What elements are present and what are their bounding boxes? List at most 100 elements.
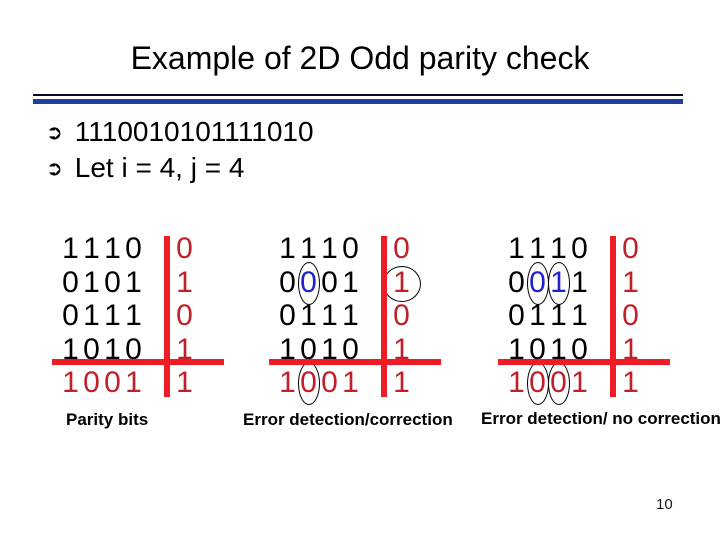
circled-right-arrow-icon: ➲ (46, 156, 63, 180)
bullet-text-dimensions: Let i = 4, j = 4 (74, 152, 245, 183)
bit-cell: 0 (62, 299, 79, 332)
bit-cell: 0 (393, 299, 410, 332)
bit-cell: 1 (548, 261, 570, 305)
bit-cell: 0 (321, 366, 338, 399)
bit-cell: 0 (571, 332, 588, 366)
bit-cell: 1 (62, 332, 79, 366)
circled-right-arrow-icon: ➲ (46, 120, 63, 144)
bit-cell: 1 (622, 332, 639, 366)
bit-cell: 1 (300, 232, 317, 265)
bit-cell: 1 (571, 299, 588, 332)
parity-row-separator-line (52, 359, 224, 365)
bit-cell: 0 (529, 332, 546, 366)
bit-cell: 1 (508, 366, 525, 399)
bit-cell: 0 (104, 366, 121, 399)
parity-column-separator-line (164, 236, 170, 397)
bit-cell: 1 (176, 265, 193, 299)
bit-cell: 1 (508, 232, 525, 265)
bit-cell: 0 (508, 299, 525, 332)
parity-column-separator-line (381, 236, 387, 397)
bit-cell: 0 (321, 265, 338, 299)
bit-cell: 0 (571, 232, 588, 265)
title-divider (33, 94, 683, 104)
parity-column-separator-line (610, 236, 616, 397)
bit-cell: 0 (527, 362, 549, 405)
bit-cell: 1 (300, 299, 317, 332)
bit-cell: 0 (125, 332, 142, 366)
bit-cell: 0 (527, 261, 549, 305)
bit-cell: 1 (125, 366, 142, 399)
matrix-label-error-no-correction: Error detection/ no correction (481, 409, 720, 428)
bullet-item-dimensions: ➲ Let i = 4, j = 4 (46, 152, 245, 183)
bit-cell: 0 (125, 232, 142, 265)
bit-cell: 1 (571, 265, 588, 299)
bit-cell: 1 (383, 265, 421, 302)
bit-cell: 1 (342, 366, 359, 399)
bit-cell: 0 (622, 232, 639, 265)
bit-cell: 1 (342, 265, 359, 299)
bit-cell: 0 (279, 265, 296, 299)
bit-cell: 0 (62, 265, 79, 299)
bit-cell: 1 (550, 332, 567, 366)
bit-cell: 1 (550, 232, 567, 265)
bit-cell: 0 (176, 232, 193, 265)
bit-cell: 1 (176, 366, 193, 399)
bit-cell: 0 (104, 265, 121, 299)
divider-thick-line (33, 99, 683, 104)
bit-cell: 0 (300, 332, 317, 366)
bit-cell: 0 (342, 232, 359, 265)
bullet-text-codeword: 1110010101111010 (74, 116, 314, 147)
bit-cell: 1 (83, 265, 100, 299)
error-circle-mark (527, 362, 549, 405)
matrix-label-parity-bits: Parity bits (66, 410, 149, 429)
bit-cell: 0 (393, 232, 410, 265)
bit-cell: 1 (321, 299, 338, 332)
bit-cell: 1 (550, 299, 567, 332)
bit-cell: 1 (279, 366, 296, 399)
bit-cell: 1 (279, 332, 296, 366)
bullet-item-codeword: ➲ 1110010101111010 (46, 116, 314, 147)
bit-cell: 0 (548, 362, 570, 405)
bit-cell: 1 (622, 366, 639, 399)
error-circle-mark (548, 362, 570, 405)
bit-cell: 1 (529, 232, 546, 265)
bit-cell: 1 (125, 299, 142, 332)
error-circle-mark (383, 265, 421, 302)
bit-cell: 1 (176, 332, 193, 366)
bit-cell: 1 (83, 299, 100, 332)
bit-cell: 0 (83, 332, 100, 366)
bit-cell: 1 (393, 366, 410, 399)
bit-cell: 0 (298, 362, 320, 405)
bit-cell: 1 (529, 299, 546, 332)
error-circle-mark (298, 362, 320, 405)
bit-cell: 1 (62, 366, 79, 399)
bit-cell: 1 (62, 232, 79, 265)
bit-cell: 0 (279, 299, 296, 332)
page-title: Example of 2D Odd parity check (130, 40, 590, 76)
bit-cell: 0 (176, 299, 193, 332)
bit-cell: 1 (104, 232, 121, 265)
parity-row-separator-line (269, 359, 441, 365)
bit-cell: 1 (83, 232, 100, 265)
page-number: 10 (656, 496, 673, 513)
bit-cell: 1 (393, 332, 410, 366)
bit-cell: 1 (104, 332, 121, 366)
